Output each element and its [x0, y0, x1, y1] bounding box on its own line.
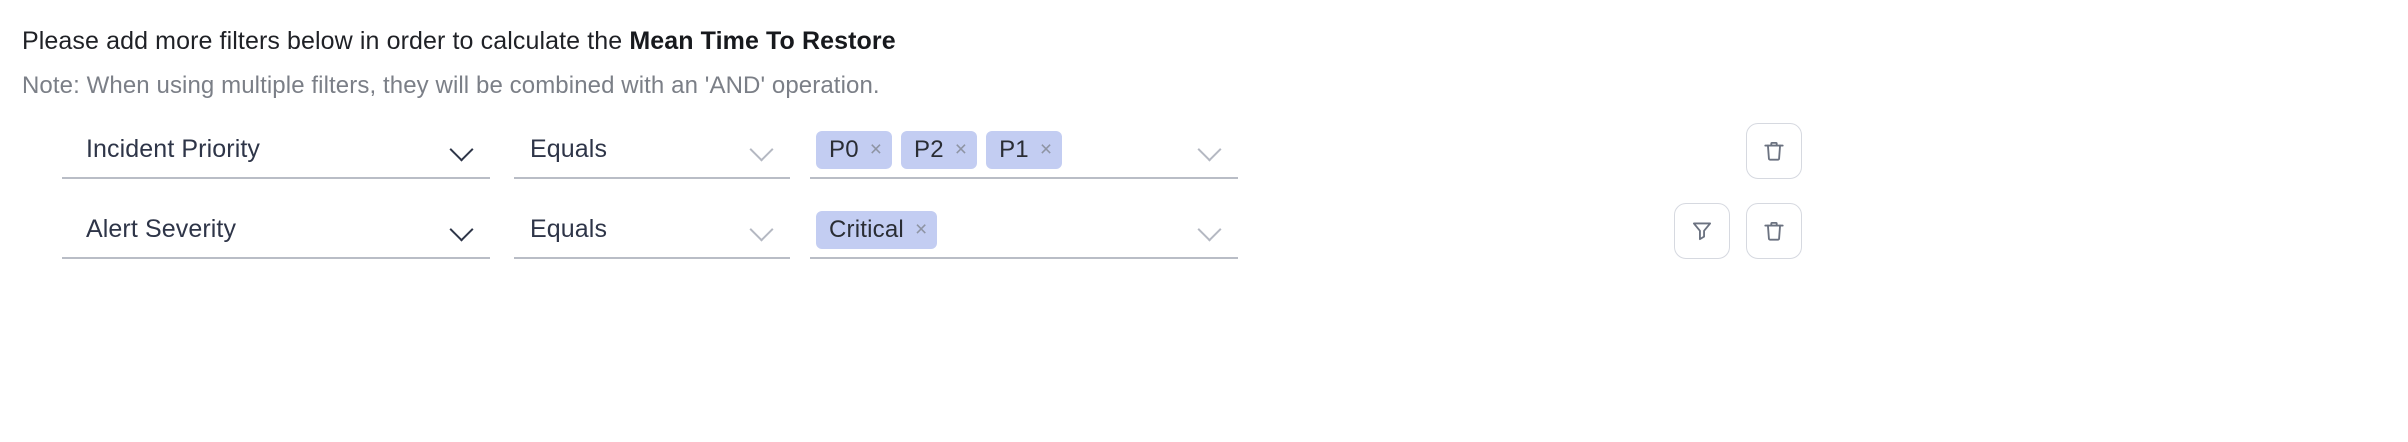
funnel-icon [1692, 222, 1712, 240]
row-actions [1674, 122, 1802, 179]
remove-value-icon[interactable]: × [914, 218, 928, 242]
filter-note: Note: When using multiple filters, they … [22, 72, 880, 99]
operator-select-row-1[interactable]: Equals [514, 123, 790, 179]
chevron-down-icon [450, 137, 476, 163]
row-actions [1674, 202, 1802, 259]
remove-value-icon[interactable]: × [954, 138, 968, 162]
delete-filter-button[interactable] [1746, 202, 1802, 259]
value-pill-label: P2 [914, 135, 944, 163]
filter-rows: Incident Priority Equals P0 × P2 × [22, 122, 2408, 283]
value-pill[interactable]: P2 × [901, 130, 978, 169]
value-multiselect-row-2[interactable]: Critical × [810, 203, 1238, 259]
selected-values: P0 × P2 × P1 × [816, 130, 1188, 169]
value-pill[interactable]: Critical × [816, 210, 938, 249]
page-title-text: Please add more filters below in order t… [22, 27, 630, 55]
chevron-down-icon [750, 217, 776, 243]
operator-select-value: Equals [530, 135, 608, 164]
operator-select-value: Equals [530, 215, 608, 244]
trash-icon [1764, 141, 1784, 161]
chevron-down-icon [1198, 137, 1224, 163]
filter-row: Alert Severity Equals Critical × [22, 202, 2408, 283]
selected-values: Critical × [816, 210, 1188, 249]
value-pill-label: P0 [829, 135, 859, 163]
field-select-value: Incident Priority [86, 135, 260, 164]
trash-icon [1764, 221, 1784, 241]
chevron-down-icon [750, 137, 776, 163]
value-multiselect-row-1[interactable]: P0 × P2 × P1 × [810, 123, 1238, 179]
metric-name: Mean Time To Restore [629, 27, 896, 55]
delete-filter-button[interactable] [1746, 122, 1802, 179]
value-pill[interactable]: P0 × [816, 130, 893, 169]
field-select-alert-severity[interactable]: Alert Severity [62, 203, 490, 259]
field-select-incident-priority[interactable]: Incident Priority [62, 123, 490, 179]
page-title: Please add more filters below in order t… [22, 26, 2408, 56]
field-select-value: Alert Severity [86, 215, 237, 244]
remove-value-icon[interactable]: × [1039, 138, 1053, 162]
remove-value-icon[interactable]: × [869, 138, 883, 162]
chevron-down-icon [1198, 217, 1224, 243]
operator-select-row-2[interactable]: Equals [514, 203, 790, 259]
chevron-down-icon [450, 217, 476, 243]
value-pill[interactable]: P1 × [986, 130, 1063, 169]
value-pill-label: Critical [829, 215, 904, 243]
filter-row: Incident Priority Equals P0 × P2 × [22, 122, 2408, 203]
value-pill-label: P1 [999, 135, 1029, 163]
apply-filter-button[interactable] [1674, 202, 1730, 259]
